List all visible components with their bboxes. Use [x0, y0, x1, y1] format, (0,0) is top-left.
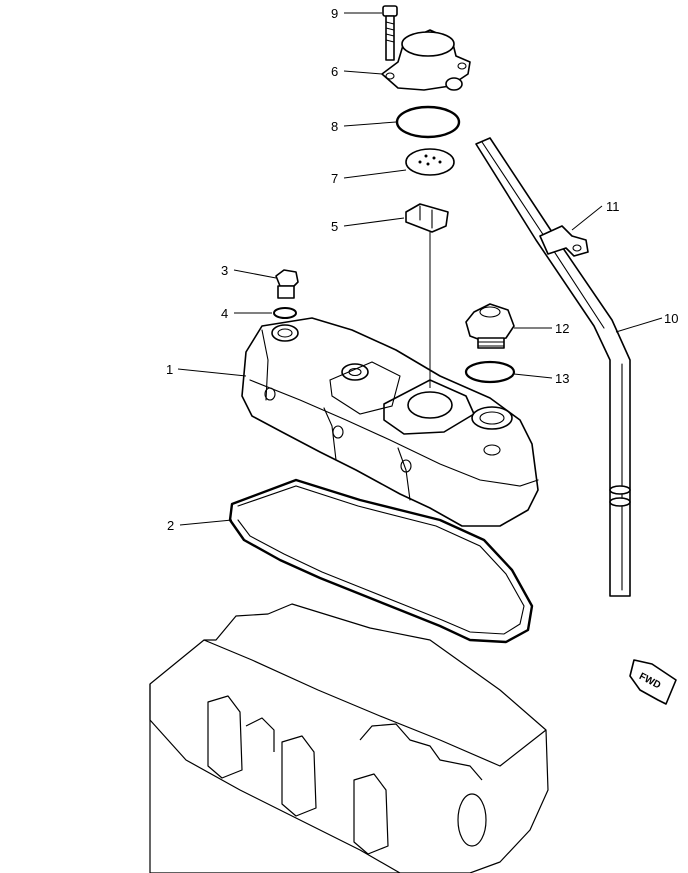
drain-plug — [275, 269, 299, 299]
valve-cover-gasket — [228, 478, 534, 644]
oil-filler-cap — [465, 303, 515, 349]
callout-5: 5 — [331, 219, 338, 234]
callout-8: 8 — [331, 119, 338, 134]
callout-labels: 9 6 8 7 5 3 4 1 2 11 10 12 13 — [166, 6, 678, 533]
callout-13: 13 — [555, 371, 569, 386]
o-ring-small — [273, 307, 297, 319]
fwd-direction-marker: FWD — [629, 659, 677, 705]
o-ring-filler — [464, 360, 516, 384]
hose-clamp — [539, 225, 589, 257]
callout-10: 10 — [664, 311, 678, 326]
callout-2: 2 — [167, 518, 174, 533]
clip — [405, 203, 449, 388]
callout-4: 4 — [221, 306, 228, 321]
callout-11: 11 — [606, 199, 620, 214]
callout-3: 3 — [221, 263, 228, 278]
bolt — [382, 5, 398, 61]
breather-filter — [405, 148, 455, 176]
valve-cover — [241, 317, 539, 527]
o-ring-large — [395, 105, 461, 139]
callout-1: 1 — [166, 362, 173, 377]
callout-7: 7 — [331, 171, 338, 186]
callout-12: 12 — [555, 321, 569, 336]
breather-cap — [381, 29, 471, 91]
leader-lines — [177, 12, 663, 526]
callout-9: 9 — [331, 6, 338, 21]
callout-6: 6 — [331, 64, 338, 79]
cylinder-head-outline — [149, 603, 549, 873]
